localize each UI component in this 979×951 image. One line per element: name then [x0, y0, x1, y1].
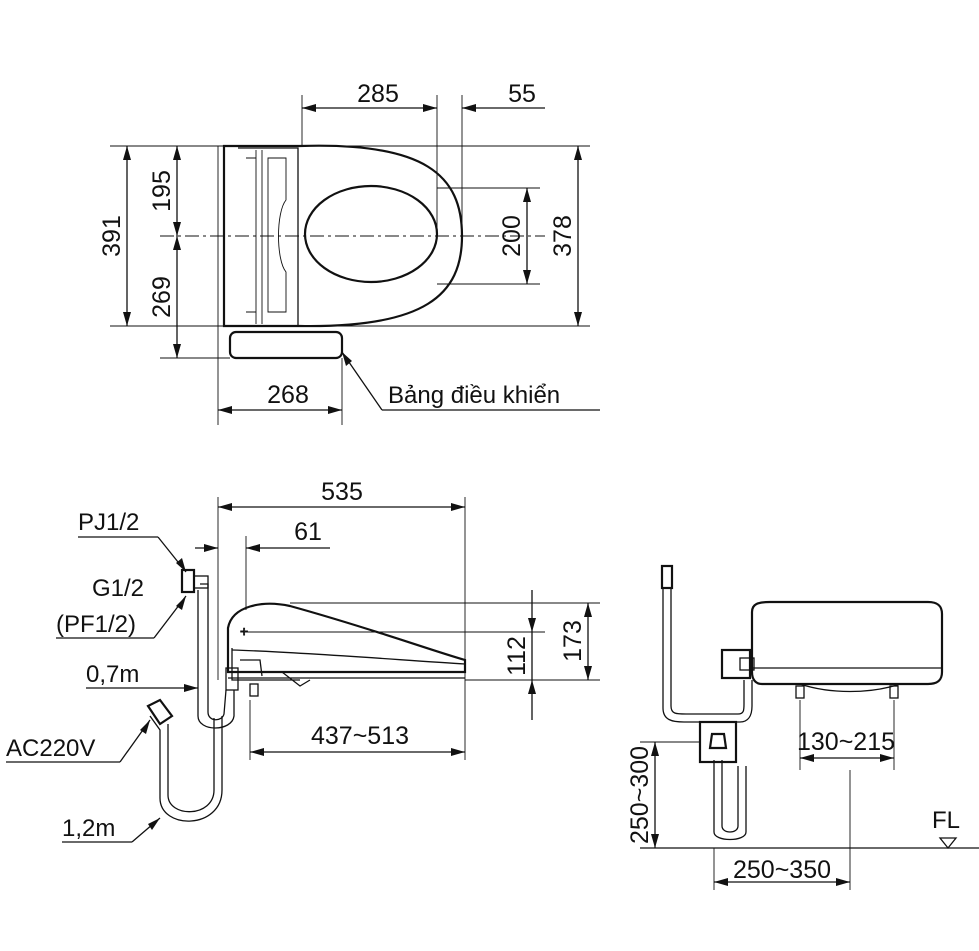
dim-173: 173 — [559, 620, 587, 662]
dim-112: 112 — [503, 636, 531, 676]
dim-61: 61 — [294, 518, 322, 546]
label-hose: 0,7m — [86, 661, 139, 688]
rear-seat-unit — [750, 600, 944, 686]
label-g: G1/2 — [92, 575, 144, 602]
bowl-opening — [303, 184, 439, 284]
water-hose — [200, 583, 227, 721]
power-cord — [149, 715, 223, 822]
dim-200: 200 — [498, 215, 526, 257]
rear-water-hose — [662, 588, 753, 723]
svg-text:+: + — [240, 623, 248, 639]
seat-side-body — [226, 602, 467, 674]
dim-55: 55 — [508, 80, 536, 108]
dim-269: 269 — [148, 276, 176, 318]
dim-285: 285 — [357, 80, 399, 108]
top-view: 285 55 391 195 269 200 378 268 Bảng điề — [98, 80, 600, 425]
dim-268: 268 — [267, 381, 309, 409]
dim-391: 391 — [98, 215, 126, 257]
control-panel-label: Bảng điều khiển — [388, 382, 560, 409]
dim-250-300: 250~300 — [626, 746, 654, 844]
control-panel-box — [228, 330, 344, 360]
label-cord: 1,2m — [62, 815, 115, 842]
dim-535: 535 — [321, 478, 363, 506]
power-outlet — [698, 720, 738, 764]
dim-437-513: 437~513 — [311, 722, 409, 750]
dim-250-350: 250~350 — [733, 856, 831, 884]
label-pj: PJ1/2 — [78, 509, 139, 536]
dim-130-215: 130~215 — [797, 728, 895, 756]
rear-view: FL 250~300 130~215 250~350 — [626, 564, 979, 890]
label-power: AC220V — [6, 735, 95, 762]
side-view: + 535 61 112 — [6, 478, 600, 843]
label-pf: (PF1/2) — [56, 611, 136, 638]
dim-195: 195 — [148, 170, 176, 212]
dim-378: 378 — [549, 215, 577, 257]
label-floor: FL — [932, 807, 960, 834]
